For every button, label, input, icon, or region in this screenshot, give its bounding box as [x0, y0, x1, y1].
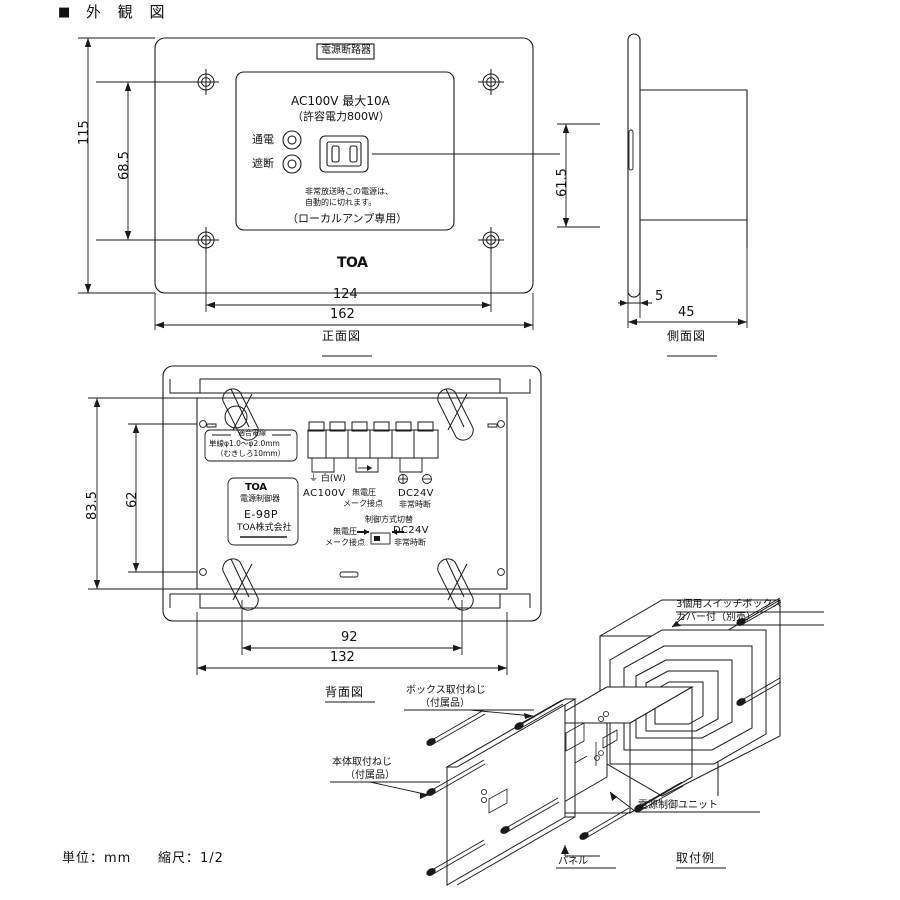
- nameplate-type: 電源制御器: [240, 494, 280, 503]
- callout-box-screw-line-1: ボックス取付ねじ: [406, 685, 486, 696]
- rating-line-2: （許容電力800W）: [292, 110, 390, 123]
- terminal-dc-line-1: DC24V: [398, 488, 434, 499]
- install-view-caption: 取付例: [676, 851, 716, 865]
- front-note-line-2: 自動的に切れます。: [305, 198, 377, 207]
- units-note: 単位：mm: [62, 851, 132, 866]
- switch-left-line-1: 無電圧: [333, 527, 357, 536]
- switch-title: 制御方式切替: [365, 515, 413, 524]
- switch-right-line-2: 非常時断: [394, 538, 426, 547]
- nameplate-model: E-98P: [244, 508, 279, 521]
- dim-rear-width-92: 92: [341, 630, 358, 645]
- front-note-line-1: 非常放送時この電源は、: [305, 187, 393, 196]
- dim-rear-height-62: 62: [125, 491, 140, 508]
- dim-rear-width-132: 132: [330, 650, 355, 665]
- side-view-caption: 側面図: [667, 329, 707, 343]
- nameplate-brand: TOA: [245, 482, 267, 493]
- led-on-label: 通電: [252, 133, 274, 146]
- dim-front-hole-pitch-685: 68.5: [117, 151, 132, 180]
- callout-control-unit: 電源制御ユニット: [638, 800, 718, 811]
- callout-switch-box-line-1: 3個用スイッチボックス: [676, 599, 783, 610]
- terminal-dry-line-1: 無電圧: [352, 488, 376, 497]
- wire-spec-line-2: （むきしろ10mm）: [216, 449, 286, 458]
- dim-rear-height-835: 83.5: [85, 491, 100, 520]
- terminal-ac-symbols: ⏚ 白(W): [309, 474, 346, 484]
- wire-spec-title: 適合電線: [238, 429, 266, 437]
- terminal-dry-line-2: メーク接点: [343, 499, 383, 508]
- scale-note: 縮尺：1/2: [158, 851, 224, 866]
- dim-front-depth-615: 61.5: [555, 168, 570, 197]
- rear-view-caption: 背面図: [325, 685, 365, 699]
- callout-switch-box-line-2: カバー付（別売）: [676, 612, 756, 623]
- front-view-caption: 正面図: [322, 329, 362, 343]
- dim-front-height-115: 115: [77, 120, 92, 145]
- dim-front-width-124: 124: [333, 287, 358, 302]
- switch-left-line-2: メーク接点: [325, 538, 365, 547]
- brand-logo-front: TOA: [337, 255, 368, 271]
- callout-panel: パネル: [558, 856, 588, 867]
- dim-side-thickness-5: 5: [655, 289, 664, 304]
- dim-front-width-162: 162: [330, 307, 355, 322]
- nameplate-company: TOA株式会社: [237, 523, 292, 533]
- switch-right-line-1: DC24V: [393, 525, 429, 536]
- wire-spec-line-1: 単線φ1.0～φ2.0mm: [209, 439, 280, 448]
- terminal-dc-line-2: 非常時断: [399, 500, 431, 509]
- terminal-ac-label: AC100V: [303, 488, 346, 499]
- front-note-line-3: （ローカルアンプ専用）: [287, 212, 408, 225]
- breaker-tag-label: 電源断路器: [321, 45, 371, 56]
- title-bullet: ■: [58, 5, 71, 20]
- led-off-label: 遮断: [252, 157, 274, 170]
- callout-body-screw-line-1: 本体取付ねじ: [332, 757, 392, 768]
- callout-box-screw-line-2: （付属品）: [420, 698, 470, 709]
- callout-body-screw-line-2: （付属品）: [345, 770, 395, 781]
- page-title: 外 観 図: [86, 3, 171, 21]
- dim-side-depth-45: 45: [678, 305, 695, 320]
- rating-line-1: AC100V 最大10A: [291, 94, 390, 108]
